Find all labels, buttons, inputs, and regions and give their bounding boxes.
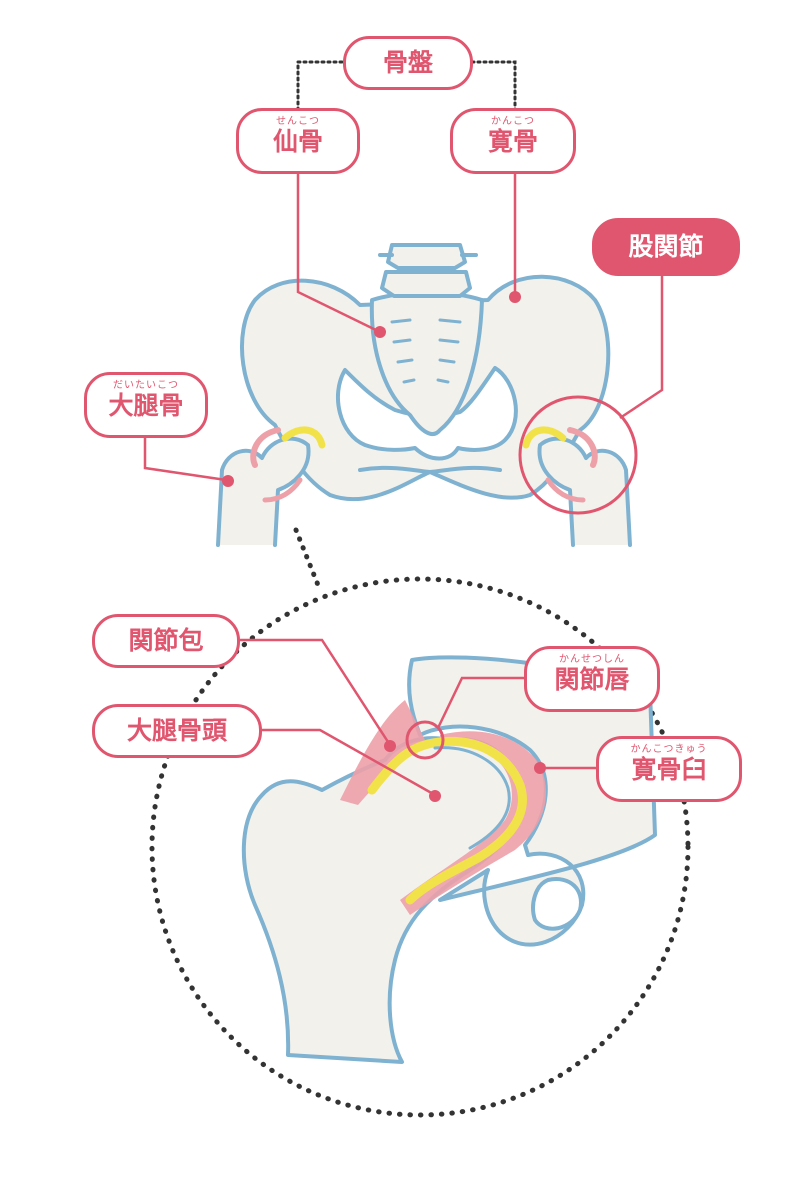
pelvis-illustration bbox=[216, 243, 632, 547]
label-sacrum: せんこつ 仙骨 bbox=[236, 108, 360, 174]
joint-capsule bbox=[340, 700, 425, 805]
labrum-highlight-circle bbox=[405, 720, 445, 760]
leader-dots-top bbox=[222, 291, 521, 487]
femur-bone bbox=[241, 736, 524, 1064]
label-ilium: かんこつ 寛骨 bbox=[450, 108, 576, 174]
label-femur: だいたいこつ 大腿骨 bbox=[84, 372, 208, 438]
hip-joint-detail bbox=[241, 655, 657, 1064]
zoom-connector bbox=[293, 527, 323, 593]
leader-dots-zoom bbox=[384, 740, 546, 802]
acetabulum-bone bbox=[407, 655, 657, 947]
label-joint-capsule: 関節包 bbox=[92, 614, 240, 668]
hip-joint-highlight-circle bbox=[518, 395, 638, 515]
zoom-circle bbox=[149, 576, 691, 1118]
cartilage bbox=[367, 736, 527, 905]
pelvis-joint-cartilage bbox=[250, 426, 598, 503]
label-labrum: かんせつしん 関節唇 bbox=[524, 646, 660, 712]
label-acetabulum: かんこつきゅう 寛骨臼 bbox=[596, 736, 742, 802]
right-femur bbox=[537, 436, 632, 547]
label-pelvis: 骨盤 bbox=[343, 36, 473, 90]
leader-lines-top bbox=[143, 172, 664, 482]
pelvis-bracket-line bbox=[296, 60, 517, 112]
label-hip-joint: 股関節 bbox=[592, 218, 740, 276]
label-femoral-head: 大腿骨頭 bbox=[92, 704, 262, 758]
